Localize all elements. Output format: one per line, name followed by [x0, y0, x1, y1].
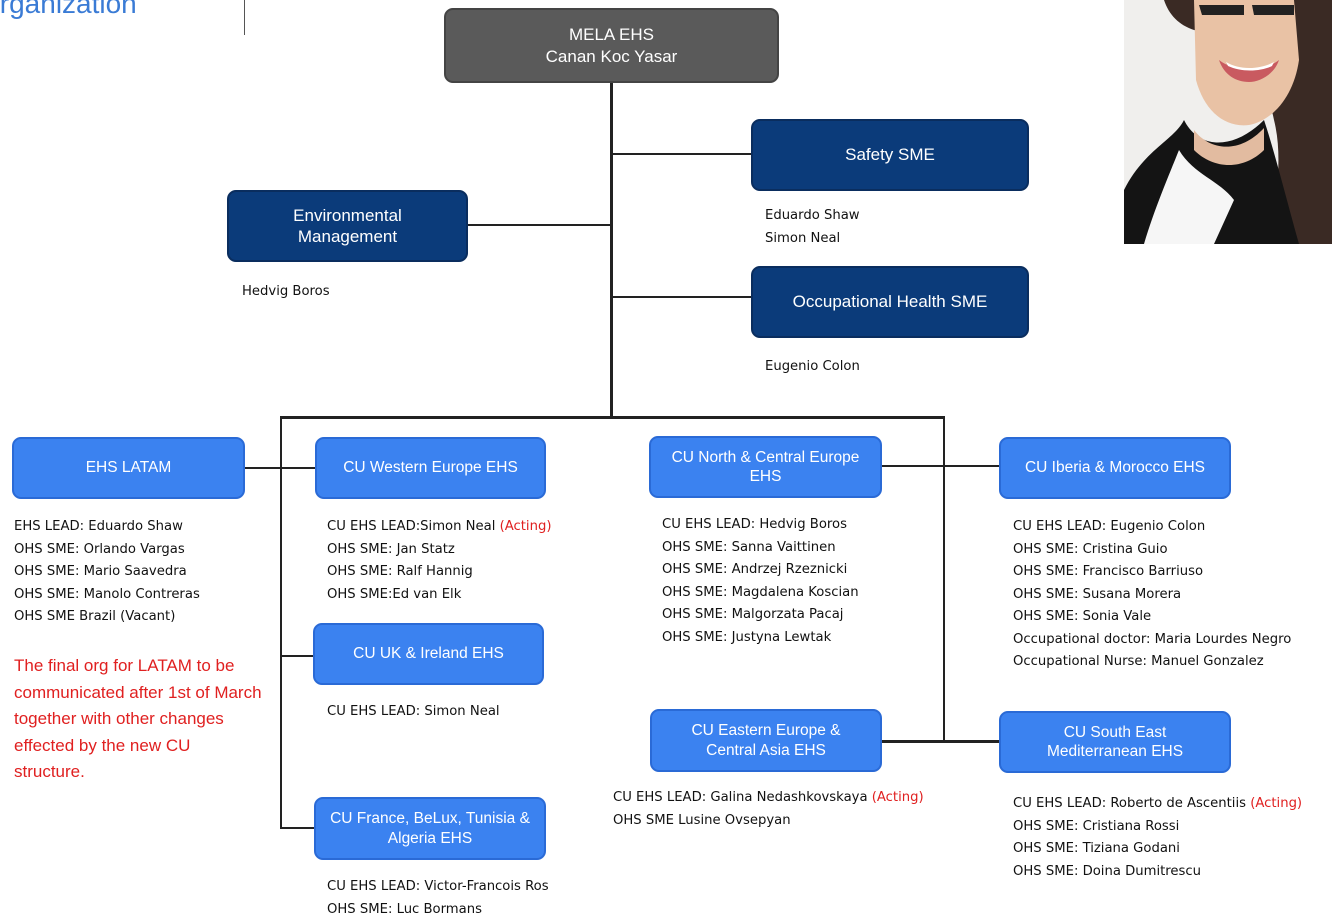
west-members: CU EHS LEAD:Simon Neal (Acting) OHS SME:… — [327, 516, 551, 606]
iberia-member: OHS SME: Susana Morera — [1013, 584, 1291, 607]
west-lead-text: CU EHS LEAD:Simon Neal — [327, 519, 500, 534]
eastern-lead-acting: (Acting) — [872, 790, 924, 805]
france-members: CU EHS LEAD: Victor-Francois Ros OHS SME… — [327, 876, 549, 921]
box-cu-south-east-mediterranean: CU South East Mediterranean EHS — [999, 711, 1231, 773]
env-name: Hedvig Boros — [242, 281, 330, 304]
connector-france — [280, 827, 315, 829]
latam-member: OHS SME: Mario Saavedra — [14, 561, 200, 584]
connector-uk — [280, 655, 315, 657]
box-environmental-management: Environmental Management — [227, 190, 468, 262]
safety-name: Eduardo Shaw — [765, 205, 860, 228]
connector-main-vertical — [610, 82, 613, 419]
southeast-lead-text: CU EHS LEAD: Roberto de Ascentiis — [1013, 796, 1250, 811]
connector-environmental — [467, 224, 612, 226]
southeast-members: CU EHS LEAD: Roberto de Ascentiis (Actin… — [1013, 793, 1302, 883]
box-eastern-label: CU Eastern Europe & Central Asia EHS — [671, 721, 861, 760]
box-cu-iberia-morocco: CU Iberia & Morocco EHS — [999, 437, 1231, 499]
latam-note: The final org for LATAM to be communicat… — [14, 653, 264, 786]
box-iberia-label: CU Iberia & Morocco EHS — [1025, 458, 1205, 477]
occ-names: Eugenio Colon — [765, 356, 860, 379]
north-member: OHS SME: Magdalena Koscian — [662, 582, 859, 605]
west-lead-acting: (Acting) — [500, 519, 552, 534]
connector-left-drop — [280, 416, 282, 829]
west-member: OHS SME: Jan Statz — [327, 539, 551, 562]
southeast-lead: CU EHS LEAD: Roberto de Ascentiis (Actin… — [1013, 793, 1302, 816]
box-west-label: CU Western Europe EHS — [343, 458, 518, 477]
occ-name: Eugenio Colon — [765, 356, 860, 379]
eastern-lead: CU EHS LEAD: Galina Nedashkovskaya (Acti… — [613, 787, 924, 810]
box-uk-label: CU UK & Ireland EHS — [353, 644, 504, 663]
connector-latam-west — [244, 467, 316, 469]
box-occupational-label: Occupational Health SME — [793, 291, 988, 312]
box-environmental-label: Environmental Management — [278, 205, 418, 248]
connector-eastern-southeast — [881, 740, 1001, 743]
env-names: Hedvig Boros — [242, 281, 330, 304]
top-box-line2: Canan Koc Yasar — [546, 46, 678, 67]
box-latam-label: EHS LATAM — [86, 458, 172, 477]
eastern-lead-text: CU EHS LEAD: Galina Nedashkovskaya — [613, 790, 872, 805]
eastern-member: OHS SME Lusine Ovsepyan — [613, 810, 924, 833]
north-member: OHS SME: Justyna Lewtak — [662, 627, 859, 650]
southeast-member: OHS SME: Tiziana Godani — [1013, 838, 1302, 861]
connector-safety — [611, 153, 752, 155]
north-member: OHS SME: Malgorzata Pacaj — [662, 604, 859, 627]
box-southeast-label: CU South East Mediterranean EHS — [1030, 723, 1200, 762]
iberia-member: OHS SME: Cristina Guio — [1013, 539, 1291, 562]
southeast-lead-acting: (Acting) — [1250, 796, 1302, 811]
southeast-member: OHS SME: Doina Dumitrescu — [1013, 861, 1302, 884]
west-member: OHS SME:Ed van Elk — [327, 584, 551, 607]
title-cursor — [244, 0, 245, 35]
france-member: OHS SME: Luc Bormans — [327, 899, 549, 921]
north-member: OHS SME: Andrzej Rzeznicki — [662, 559, 859, 582]
page-title: Organization — [0, 0, 137, 20]
box-cu-france-belux: CU France, BeLux, Tunisia & Algeria EHS — [314, 797, 546, 860]
eastern-members: CU EHS LEAD: Galina Nedashkovskaya (Acti… — [613, 787, 924, 832]
iberia-member: OHS SME: Francisco Barriuso — [1013, 561, 1291, 584]
southeast-member: OHS SME: Cristiana Rossi — [1013, 816, 1302, 839]
west-lead: CU EHS LEAD:Simon Neal (Acting) — [327, 516, 551, 539]
latam-member: EHS LEAD: Eduardo Shaw — [14, 516, 200, 539]
box-safety-label: Safety SME — [845, 144, 935, 165]
connector-bus — [280, 416, 945, 419]
box-cu-north-central-europe: CU North & Central Europe EHS — [649, 436, 882, 498]
box-north-label: CU North & Central Europe EHS — [658, 448, 873, 487]
iberia-member: Occupational doctor: Maria Lourdes Negro — [1013, 629, 1291, 652]
north-member: CU EHS LEAD: Hedvig Boros — [662, 514, 859, 537]
top-box-line1: MELA EHS — [546, 24, 678, 45]
latam-member: OHS SME Brazil (Vacant) — [14, 606, 200, 629]
page-title-text: Organization — [0, 0, 137, 19]
uk-member: CU EHS LEAD: Simon Neal — [327, 701, 500, 724]
latam-member: OHS SME: Manolo Contreras — [14, 584, 200, 607]
iberia-members: CU EHS LEAD: Eugenio Colon OHS SME: Cris… — [1013, 516, 1291, 674]
france-member: CU EHS LEAD: Victor-Francois Ros — [327, 876, 549, 899]
portrait-photo — [1124, 0, 1332, 244]
iberia-member: CU EHS LEAD: Eugenio Colon — [1013, 516, 1291, 539]
uk-members: CU EHS LEAD: Simon Neal — [327, 701, 500, 724]
box-safety-sme: Safety SME — [751, 119, 1029, 191]
west-member: OHS SME: Ralf Hannig — [327, 561, 551, 584]
north-members: CU EHS LEAD: Hedvig Boros OHS SME: Sanna… — [662, 514, 859, 649]
safety-name: Simon Neal — [765, 228, 860, 251]
north-member: OHS SME: Sanna Vaittinen — [662, 537, 859, 560]
box-occupational-health-sme: Occupational Health SME — [751, 266, 1029, 338]
latam-members: EHS LEAD: Eduardo Shaw OHS SME: Orlando … — [14, 516, 200, 629]
iberia-member: Occupational Nurse: Manuel Gonzalez — [1013, 651, 1291, 674]
latam-member: OHS SME: Orlando Vargas — [14, 539, 200, 562]
box-ehs-latam: EHS LATAM — [12, 437, 245, 499]
box-cu-uk-ireland: CU UK & Ireland EHS — [313, 623, 544, 685]
top-box-mela-ehs: MELA EHS Canan Koc Yasar — [444, 8, 779, 83]
box-cu-eastern-europe: CU Eastern Europe & Central Asia EHS — [650, 709, 882, 772]
box-cu-western-europe: CU Western Europe EHS — [315, 437, 546, 499]
safety-names: Eduardo Shaw Simon Neal — [765, 205, 860, 250]
connector-north-iberia — [881, 465, 1001, 467]
connector-occupational — [611, 296, 752, 298]
box-france-label: CU France, BeLux, Tunisia & Algeria EHS — [325, 809, 535, 848]
iberia-member: OHS SME: Sonia Vale — [1013, 606, 1291, 629]
